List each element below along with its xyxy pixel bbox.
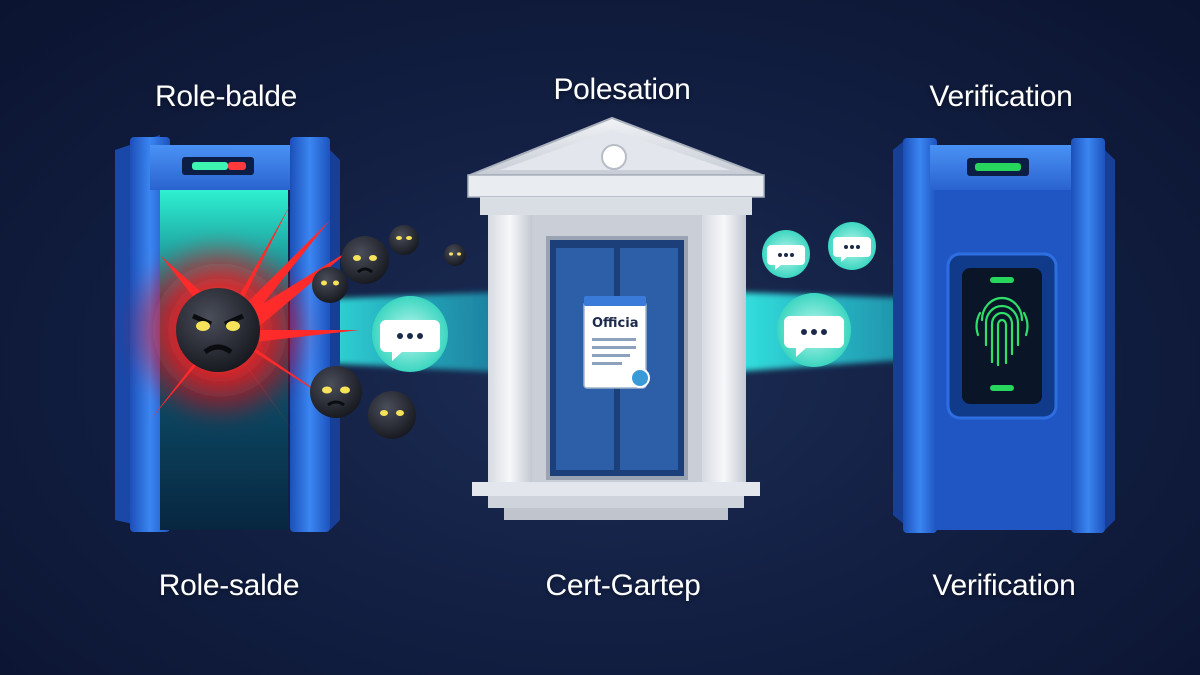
angry-bot-icon: [341, 236, 389, 284]
angry-bot-icon: [312, 267, 348, 303]
right-fingerprint-scanner-gate-icon: [893, 138, 1115, 533]
angry-bot-icon: [310, 366, 362, 418]
stage-label-bottom-left: Role-salde: [158, 569, 300, 602]
stage-label-top-left: Role-balde: [154, 80, 298, 113]
document-heading: Officia: [592, 316, 639, 331]
angry-bot-icon: [389, 225, 419, 255]
stage-label-top-middle: Polesation: [553, 73, 691, 106]
chat-bubble-icon: [372, 296, 448, 372]
stage-label-top-right: Verification: [929, 80, 1073, 113]
chat-bubble-icon: [828, 222, 876, 270]
stage-label-bottom-right: Verification: [932, 569, 1076, 602]
chat-bubble-icon: [777, 293, 851, 367]
chat-bubble-icon: [762, 230, 810, 278]
stage-label-bottom-middle: Cert-Gartep: [545, 569, 701, 602]
official-document-icon: [583, 296, 650, 389]
angry-bot-icon: [176, 288, 260, 372]
angry-bot-icon: [444, 244, 466, 266]
threat-bots: [176, 225, 466, 439]
angry-bot-icon: [368, 391, 416, 439]
fingerprint-icon: [975, 296, 1029, 367]
